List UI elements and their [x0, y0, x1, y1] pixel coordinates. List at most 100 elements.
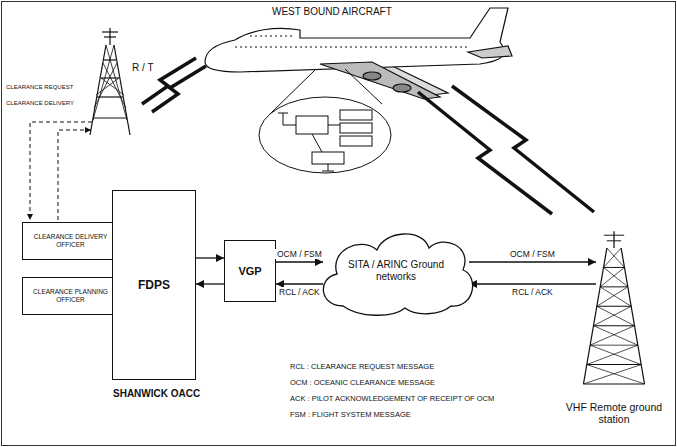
flow-arrow [469, 283, 596, 284]
node-text: VGP [238, 265, 261, 277]
avionics-callout [259, 69, 391, 173]
flow-label: CLEARANCE DELIVERY [6, 100, 74, 106]
drawing-part [600, 286, 628, 287]
drawing-part [93, 117, 127, 118]
drawing-part [340, 110, 372, 120]
drawing-part [97, 96, 123, 97]
drawing-part [328, 164, 329, 171]
node-text: FDPS [138, 278, 170, 292]
diagram-heading: WEST BOUND AIRCRAFT [272, 6, 392, 17]
drawing-part [583, 231, 644, 384]
drawing-part [597, 306, 635, 325]
message-label: RCL / ACK [277, 287, 322, 297]
drawing-part [312, 152, 344, 164]
drawing-part [583, 365, 641, 384]
drawing-part [102, 31, 118, 32]
drawing-part [312, 134, 322, 152]
drawing-part [583, 384, 644, 385]
drawing-part [278, 113, 288, 114]
radio-link [142, 58, 594, 214]
legend-note: OCM : OCEANIC CLEARANCE MESSAGE [290, 378, 435, 387]
drawing-part [259, 97, 391, 173]
drawing-part [597, 306, 631, 307]
drawing-part [593, 326, 637, 345]
legend-note: FSM : FLIGHT SYSTEM MESSAGE [290, 410, 411, 419]
drawing-part [607, 248, 625, 267]
process-box: FDPS [112, 190, 196, 380]
flow-arrow [276, 283, 323, 284]
clearance-lines [30, 122, 92, 220]
drawing-part [345, 69, 382, 104]
process-box: VGP [224, 240, 276, 302]
drawing-part [613, 231, 614, 248]
text-wrap: SITA / ARINC Ground networks [342, 259, 450, 284]
message-label: RCL / ACK [510, 287, 555, 297]
legend-note: RCL : CLEARANCE REQUEST MESSAGE [290, 362, 434, 371]
drawing-part [452, 86, 594, 212]
drawing-part [104, 59, 116, 60]
drawing-part [604, 267, 628, 286]
drawing-part [590, 345, 638, 346]
drawing-part [590, 345, 641, 364]
engine [363, 72, 381, 80]
flow-arrow [276, 261, 323, 262]
drawing-part [587, 364, 641, 365]
drawing-part [583, 248, 606, 384]
drawing-part [600, 267, 624, 286]
drawing-part [340, 136, 372, 146]
drawing-part [593, 325, 634, 326]
drawing-part [296, 116, 328, 134]
radio-tower [558, 228, 670, 388]
drawing-part [600, 287, 631, 306]
aircraft [205, 8, 512, 99]
flow-arrow [196, 283, 224, 284]
drawing-part [590, 326, 634, 345]
drawing-part [621, 248, 644, 384]
message-label: OCM / FSM [275, 249, 324, 259]
text-wrap: CLEARANCE PLANNING OFFICER [23, 288, 118, 304]
node-text: CLEARANCE DELIVERY OFFICER [23, 233, 118, 249]
windows [235, 46, 470, 47]
drawing-part [597, 287, 628, 306]
network-cloud: SITA / ARINC Ground networks [315, 226, 477, 316]
drawing-part [604, 248, 622, 267]
drawing-part [58, 130, 91, 220]
drawing-part [104, 36, 116, 37]
officer-box: CLEARANCE DELIVERY OFFICER [22, 222, 119, 260]
drawing-part [604, 267, 625, 268]
flow-arrow [196, 257, 224, 258]
tail-plane [468, 46, 512, 58]
drawing-part [101, 77, 119, 78]
node-text: CLEARANCE PLANNING OFFICER [23, 288, 118, 304]
ground-station: VHF Remote ground station [558, 228, 670, 428]
link-label: R / T [132, 62, 153, 73]
drawing-part [587, 345, 638, 364]
drawing-part [93, 45, 127, 120]
radio-tower [90, 28, 130, 135]
node-text: SITA / ARINC Ground networks [342, 259, 450, 284]
legend-note: ACK : PILOT ACKNOWLEDGEMENT OF RECEIPT O… [290, 394, 494, 403]
text-wrap: VHF Remote ground station [562, 401, 666, 428]
message-label: OCM / FSM [508, 249, 557, 259]
drawing-part [604, 235, 624, 236]
upper-windows [250, 35, 295, 36]
cloud-outline [323, 234, 472, 315]
text-wrap: VGP [238, 265, 261, 277]
text-wrap: CLEARANCE DELIVERY OFFICER [23, 233, 118, 249]
engine [393, 84, 411, 92]
drawing-part [340, 123, 372, 133]
drawing-part [283, 113, 284, 125]
officer-box: CLEARANCE PLANNING OFFICER [22, 277, 119, 315]
drawing-part [30, 122, 92, 220]
unit-label: SHANWICK OACC [113, 388, 200, 399]
drawing-part [322, 171, 334, 172]
flow-label: CLEARANCE REQUEST [6, 84, 73, 90]
node-text: VHF Remote ground station [562, 401, 666, 428]
text-wrap: FDPS [138, 278, 170, 292]
drawing-part [587, 365, 645, 384]
flow-arrow [469, 261, 596, 262]
drawing-part [283, 125, 296, 126]
drawing-part [593, 306, 631, 325]
